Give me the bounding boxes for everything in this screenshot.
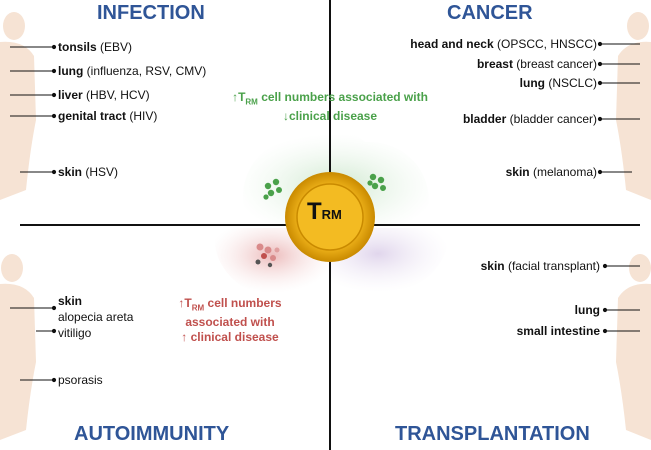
note-protective-association: ↑TRM cell numbers associated with ↓clini… xyxy=(232,90,428,124)
silhouette-top-right xyxy=(616,12,651,201)
title-cancer: CANCER xyxy=(447,2,533,24)
red-cell-cluster xyxy=(255,243,280,268)
title-transplantation: TRANSPLANTATION xyxy=(395,423,590,445)
transplantation-pointers xyxy=(602,263,640,334)
silhouette-bottom-right xyxy=(616,254,651,440)
body-silhouettes xyxy=(0,12,651,440)
note-pathogenic-association: ↑TRM cell numbers associated with ↑ clin… xyxy=(178,296,282,345)
autoimmunity-organ-skin: skin xyxy=(58,294,83,308)
title-autoimmunity: AUTOIMMUNITY xyxy=(74,423,230,445)
infection-item-skin: skin (HSV) xyxy=(58,165,119,179)
transplantation-item-lung: lung xyxy=(574,303,600,317)
green-cell-cluster-left xyxy=(263,178,282,200)
cancer-item-skin: skin (melanoma) xyxy=(505,165,597,179)
transplantation-item-small-intestine: small intestine xyxy=(516,324,600,338)
trm-cell-label: TRM xyxy=(307,198,342,225)
cancer-item-breast: breast (breast cancer) xyxy=(476,57,597,71)
transplantation-item-skin: skin (facial transplant) xyxy=(480,259,600,273)
cancer-item-bladder: bladder (bladder cancer) xyxy=(462,112,597,126)
silhouette-bottom-left xyxy=(0,254,36,440)
infection-item-genital-tract: genital tract (HIV) xyxy=(58,109,158,123)
silhouette-top-left xyxy=(0,12,36,201)
cancer-item-head-and-neck: head and neck (OPSCC, HNSCC) xyxy=(410,37,597,51)
infection-item-liver: liver (HBV, HCV) xyxy=(58,88,150,102)
cancer-pointers xyxy=(597,41,640,175)
infection-pointers xyxy=(10,44,57,175)
autoimmunity-item-vitiligo: vitiligo xyxy=(58,326,92,340)
cancer-item-lung: lung (NSCLC) xyxy=(519,76,597,90)
trm-cell-inner xyxy=(296,183,364,251)
infection-item-lung: lung (influenza, RSV, CMV) xyxy=(58,64,207,78)
infection-item-tonsils: tonsils (EBV) xyxy=(58,40,133,54)
autoimmunity-item-psorasis: psorasis xyxy=(58,373,103,387)
autoimmunity-pointers xyxy=(10,305,57,383)
title-infection: INFECTION xyxy=(97,2,205,24)
green-cell-cluster-right xyxy=(367,173,386,191)
autoimmunity-item-alopecia: alopecia areta xyxy=(58,310,134,324)
